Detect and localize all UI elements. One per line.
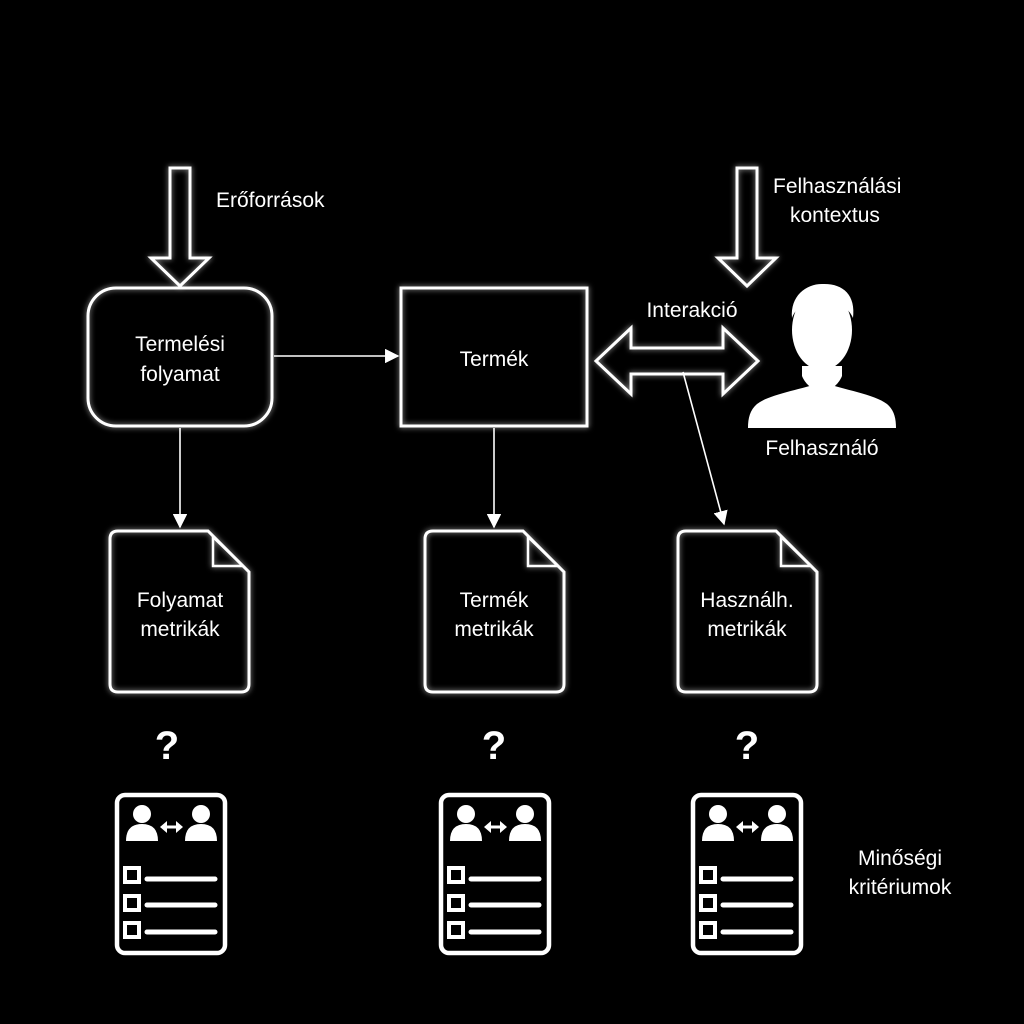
- product-label: Termék: [460, 348, 529, 371]
- metrics-2-line1: Termék: [460, 589, 529, 612]
- quality-criteria-label-line2: kritériumok: [849, 876, 952, 899]
- quality-criteria-icon-2: [438, 792, 552, 956]
- metrics-3-line1: Használh.: [700, 589, 793, 612]
- context-label-line1: Felhasználási: [773, 175, 901, 198]
- user-icon: [748, 283, 896, 428]
- production-process-box: [86, 286, 274, 428]
- product-box: [399, 286, 589, 428]
- context-arrow: [714, 166, 780, 289]
- question-mark-1: ?: [155, 724, 179, 768]
- quality-criteria-icon-3: [690, 792, 804, 956]
- metrics-2-line2: metrikák: [454, 618, 534, 641]
- metrics-1-line1: Folyamat: [137, 589, 224, 612]
- quality-criteria-icon-1: [114, 792, 228, 956]
- metrics-1-line2: metrikák: [140, 618, 220, 641]
- context-label-line2: kontextus: [790, 204, 880, 227]
- interaction-to-usability-metrics-arrow: [682, 371, 728, 526]
- user-label: Felhasználó: [765, 437, 878, 460]
- resources-label: Erőforrások: [216, 189, 325, 212]
- production-label-line1: Termelési: [135, 333, 225, 356]
- product-metrics-document: [423, 529, 566, 694]
- resources-arrow: [147, 166, 213, 289]
- interaction-label: Interakció: [646, 299, 737, 322]
- usability-metrics-document: [676, 529, 819, 694]
- metrics-3-line2: metrikák: [707, 618, 787, 641]
- process-metrics-document: [108, 529, 251, 694]
- question-mark-2: ?: [482, 724, 506, 768]
- question-mark-3: ?: [735, 724, 759, 768]
- production-label-line2: folyamat: [140, 363, 220, 386]
- quality-criteria-label-line1: Minőségi: [858, 847, 942, 870]
- interaction-double-arrow: [593, 324, 761, 398]
